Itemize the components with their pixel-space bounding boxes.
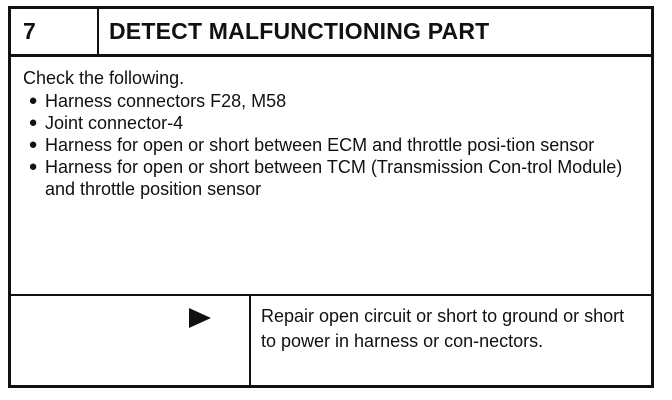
bullet-icon: ● bbox=[28, 136, 38, 153]
outcome-row: Repair open circuit or short to ground o… bbox=[11, 296, 651, 385]
bullet-icon: ● bbox=[28, 92, 38, 109]
check-item-text: Joint connector-4 bbox=[45, 113, 184, 133]
check-item: ● Harness connectors F28, M58 bbox=[23, 90, 641, 112]
check-list: ● Harness connectors F28, M58 ● Joint co… bbox=[23, 90, 641, 200]
check-item: ● Joint connector-4 bbox=[23, 112, 641, 134]
step-title: DETECT MALFUNCTIONING PART bbox=[109, 18, 490, 44]
diagnostic-step-box: 7 DETECT MALFUNCTIONING PART Check the f… bbox=[8, 6, 654, 388]
check-intro: Check the following. bbox=[23, 68, 185, 88]
check-item-text: Harness for open or short between ECM an… bbox=[45, 135, 595, 155]
check-item: ● Harness for open or short between TCM … bbox=[23, 156, 641, 200]
check-item: ● Harness for open or short between ECM … bbox=[23, 134, 641, 156]
check-item-text: Harness connectors F28, M58 bbox=[45, 91, 287, 111]
bullet-icon: ● bbox=[28, 158, 38, 175]
step-number: 7 bbox=[11, 9, 99, 54]
check-item-text: Harness for open or short between TCM (T… bbox=[45, 157, 623, 199]
outcome-text: Repair open circuit or short to ground o… bbox=[261, 306, 625, 351]
right-triangle-arrow-icon bbox=[189, 308, 211, 328]
step-header: 7 DETECT MALFUNCTIONING PART bbox=[11, 9, 651, 57]
check-section: Check the following. ● Harness connector… bbox=[11, 57, 651, 296]
outcome-arrow-cell bbox=[11, 296, 251, 385]
bullet-icon: ● bbox=[28, 114, 38, 131]
